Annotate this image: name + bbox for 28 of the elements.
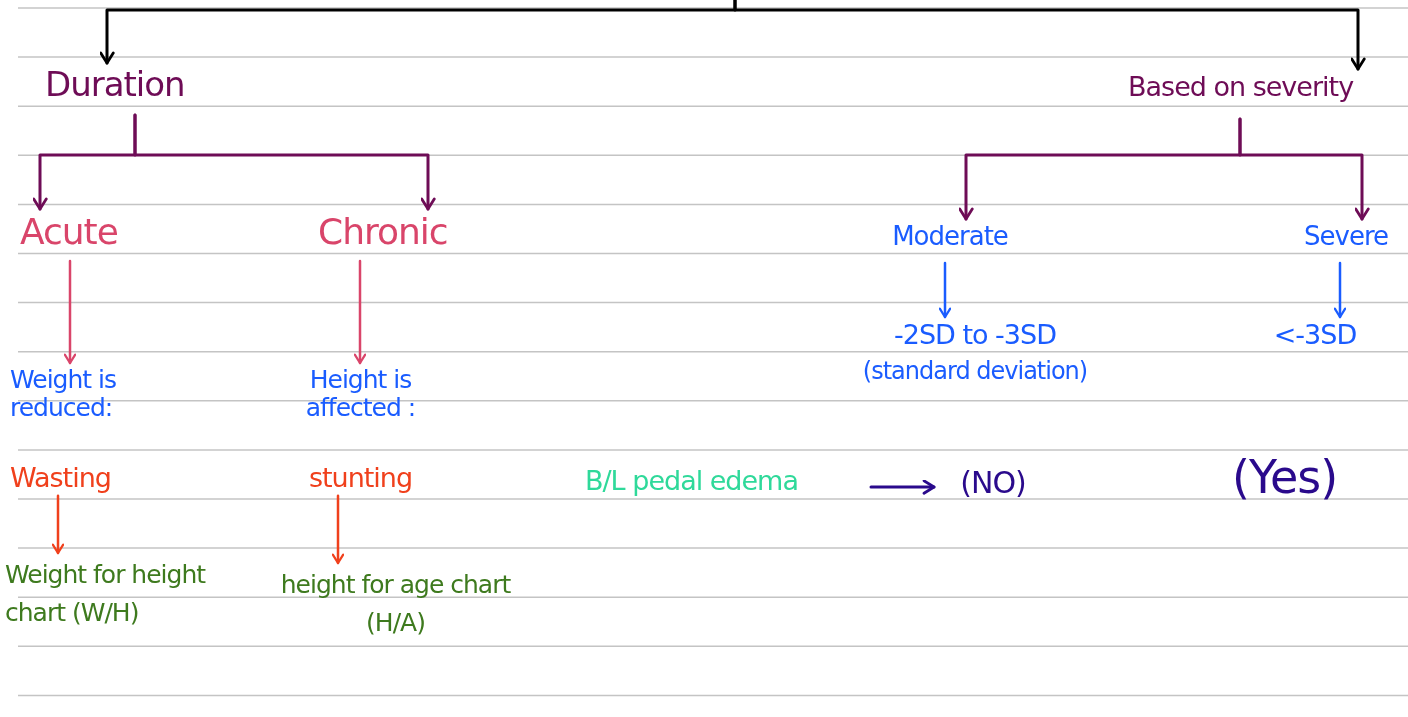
grade-label: Moderate: [880, 222, 1020, 260]
assessment-text: height for age chart (H/A): [278, 566, 513, 662]
assessment-text: Weight for height chart (W/H): [5, 556, 215, 696]
description-text: Weight is reduced:: [10, 366, 117, 421]
arrow: [63, 259, 77, 365]
condition-term: Wasting: [10, 463, 112, 493]
arrow: [1333, 261, 1347, 319]
grade-label: Severe: [1296, 222, 1396, 260]
note-text: (standard deviation): [861, 357, 1089, 385]
sign-label: B/L pedal edema: [585, 466, 867, 506]
category-heading: Based on severity: [1128, 72, 1406, 116]
condition-term: stunting: [307, 463, 414, 493]
arrow: [353, 259, 367, 365]
arrow: [1238, 117, 1370, 221]
type-label: Acute: [20, 212, 140, 258]
arrow: [869, 479, 936, 495]
arrow: [938, 261, 952, 319]
arrow: [733, 0, 1366, 71]
arrow: [133, 113, 436, 211]
criteria-text: <-3SD: [1250, 320, 1380, 358]
answer-label: (NO): [938, 466, 1048, 506]
criteria-text: -2SD to -3SD: [893, 320, 1057, 350]
category-heading: Duration: [45, 66, 195, 112]
description-text: Height is affected :: [304, 366, 417, 421]
arrow: [331, 494, 345, 565]
answer-label: (Yes): [1232, 452, 1338, 503]
type-label: Chronic: [318, 212, 468, 258]
arrow: [51, 494, 65, 555]
